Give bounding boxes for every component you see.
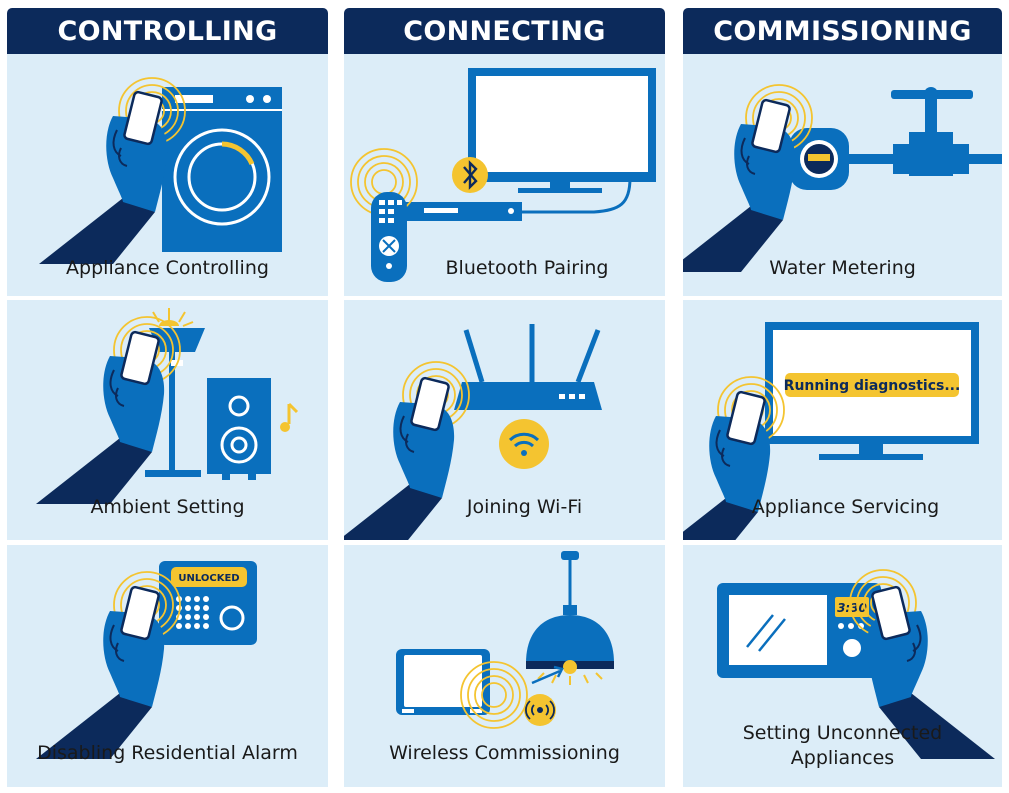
cell-label: Setting Unconnected Appliances [683,721,1002,771]
cell-ambient-setting: Ambient Setting [7,300,328,540]
column-header-controlling: CONTROLLING [7,8,328,54]
cell-label: Joining Wi-Fi [466,496,583,518]
cell-setting-unconnected: 3:30 Setting Unconnected Appliances [683,545,1002,787]
cell-label: Wireless Commissioning [389,742,620,764]
appliance-controlling-illustration [37,77,282,266]
tablet-icon [396,649,528,729]
appliance-servicing-illustration: Running diagnostics... [683,322,979,540]
cell-label-line2: Appliances [790,747,895,769]
wireless-commissioning-illustration [396,551,614,729]
music-note-icon [280,402,299,432]
cell-bluetooth-pairing: Bluetooth Pairing [344,54,665,296]
cell-label: Appliance Servicing [751,496,940,518]
column-header-connecting: CONNECTING [344,8,665,54]
cell-water-metering: Water Metering [683,54,1002,296]
pendant-lamp-icon [526,551,614,685]
cell-label: Bluetooth Pairing [445,257,609,279]
nfc-icon [524,665,564,726]
microwave-icon: 3:30 [717,583,881,678]
unlocked-badge: UNLOCKED [178,573,239,584]
cell-appliance-controlling: Appliance Controlling [7,54,328,296]
cell-label: Disabling Residential Alarm [37,742,298,764]
wifi-icon [499,419,549,469]
hand-phone-icon [34,571,181,761]
router-icon [454,324,602,410]
water-metering-illustration [683,84,1002,274]
diagnostics-text: Running diagnostics... [784,378,961,394]
cell-joining-wifi: Joining Wi-Fi [344,300,665,540]
hand-phone-icon [683,84,813,274]
bluetooth-pairing-illustration [350,68,656,282]
remote-icon [350,148,418,282]
speaker-icon [207,378,271,480]
alarm-panel-icon: UNLOCKED [159,561,257,645]
column-title: CONNECTING [403,15,606,47]
disabling-alarm-illustration: UNLOCKED [34,561,257,761]
column-header-commissioning: COMMISSIONING [683,8,1002,54]
column-title: COMMISSIONING [713,15,972,47]
tv-icon [468,68,656,214]
cell-label: Water Metering [769,257,916,279]
cell-label: Appliance Controlling [66,257,269,279]
bluetooth-icon [452,157,488,193]
joining-wifi-illustration [344,324,602,540]
status-badge: Running diagnostics... [784,373,961,397]
cell-wireless-commissioning: Wireless Commissioning [344,545,665,787]
cell-disabling-alarm: UNLOCKED Disabling Residential Alarm [7,545,328,787]
set-top-box-icon [401,202,522,221]
cell-label-line1: Setting Unconnected [742,722,943,744]
washing-machine-icon [162,87,282,252]
valve-icon [843,87,1002,176]
clock-display: 3:30 [837,601,867,615]
cell-appliance-servicing: Running diagnostics... Appliance Servici… [683,300,1002,540]
ambient-setting-illustration [34,308,299,506]
water-meter-icon [789,128,849,190]
cell-label: Ambient Setting [90,496,245,518]
setting-unconnected-illustration: 3:30 [717,569,997,761]
column-title: CONTROLLING [57,15,278,47]
